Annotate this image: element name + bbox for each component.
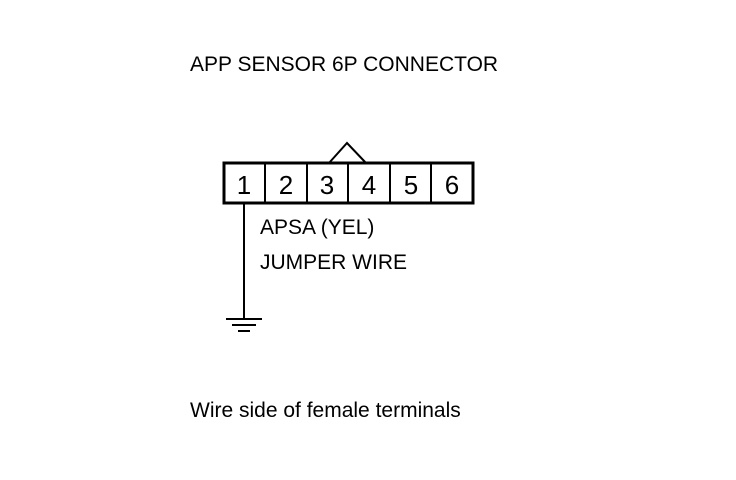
pin-label-4: 4 <box>362 170 376 200</box>
pin-label-3: 3 <box>320 170 334 200</box>
pin-label-1: 1 <box>237 170 251 200</box>
ground-icon <box>226 318 262 332</box>
diagram-title: APP SENSOR 6P CONNECTOR <box>190 53 498 76</box>
connector-lock-tab <box>328 141 367 164</box>
wire-color-label: APSA (YEL) <box>260 216 374 239</box>
view-caption: Wire side of female terminals <box>190 399 461 422</box>
pin-label-2: 2 <box>279 170 293 200</box>
pin-label-6: 6 <box>445 170 459 200</box>
jumper-wire-label: JUMPER WIRE <box>260 251 407 274</box>
pin-label-5: 5 <box>404 170 418 200</box>
